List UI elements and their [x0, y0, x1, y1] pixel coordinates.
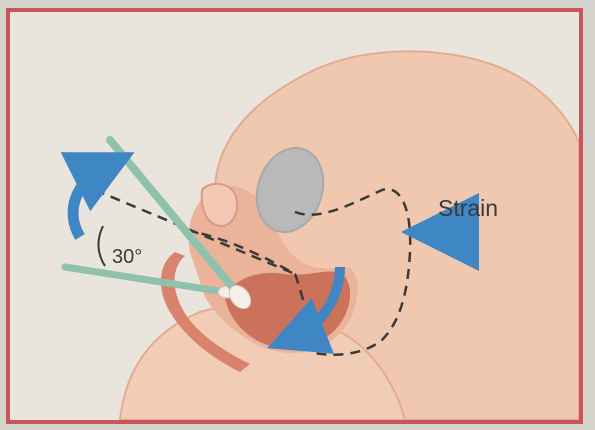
angle-label: 30° — [112, 246, 142, 269]
angle-arc — [98, 226, 105, 266]
illustration-frame: Strain 30° — [6, 8, 583, 424]
strain-label: Strain — [438, 195, 498, 222]
curved-arrow-icon — [73, 167, 105, 237]
